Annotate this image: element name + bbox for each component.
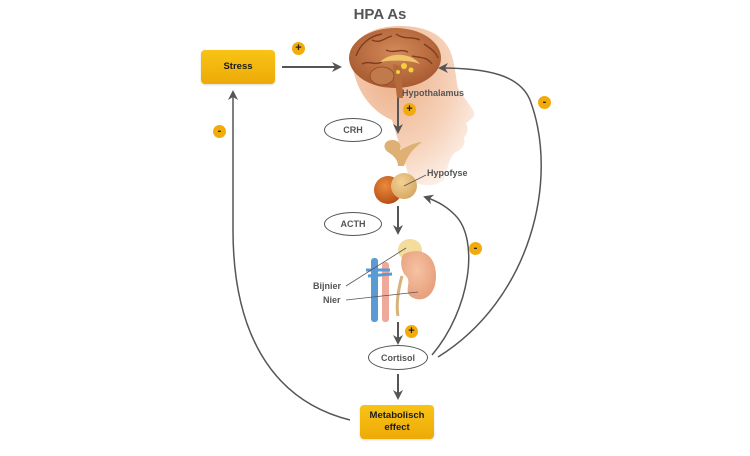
acth-node: ACTH <box>324 212 382 236</box>
crh-node: CRH <box>324 118 382 142</box>
kidney-illustration <box>366 239 436 322</box>
brain-illustration <box>349 28 441 98</box>
pituitary-illustration <box>374 140 422 204</box>
stress-box: Stress <box>201 50 275 84</box>
arrow-cortisol-to-hypothalamus <box>437 63 542 358</box>
diagram-title: HPA As <box>353 6 407 23</box>
pituitary-leader <box>403 174 427 187</box>
plus-sign-stress: + <box>292 42 305 55</box>
plus-sign-adrenal: + <box>405 325 418 338</box>
minus-sign-hypothalamus-feedback: - <box>538 96 551 109</box>
kidney-label: Nier <box>323 295 341 305</box>
cortisol-node: Cortisol <box>368 345 428 370</box>
plus-sign-hypothalamus: + <box>403 103 416 116</box>
arrow-metabolic-to-stress <box>228 90 351 421</box>
minus-sign-stress-feedback: - <box>213 125 226 138</box>
hypothalamus-label: Hypothalamus <box>402 88 465 98</box>
metabolic-effect-box: Metabolisch effect <box>360 405 434 439</box>
kidney-leader <box>345 291 419 301</box>
adrenal-leader <box>345 247 407 287</box>
minus-sign-pituitary-feedback: - <box>469 242 482 255</box>
pituitary-label: Hypofyse <box>427 168 468 178</box>
arrow-cortisol-to-pituitary <box>423 194 470 356</box>
adrenal-label: Bijnier <box>313 281 342 291</box>
